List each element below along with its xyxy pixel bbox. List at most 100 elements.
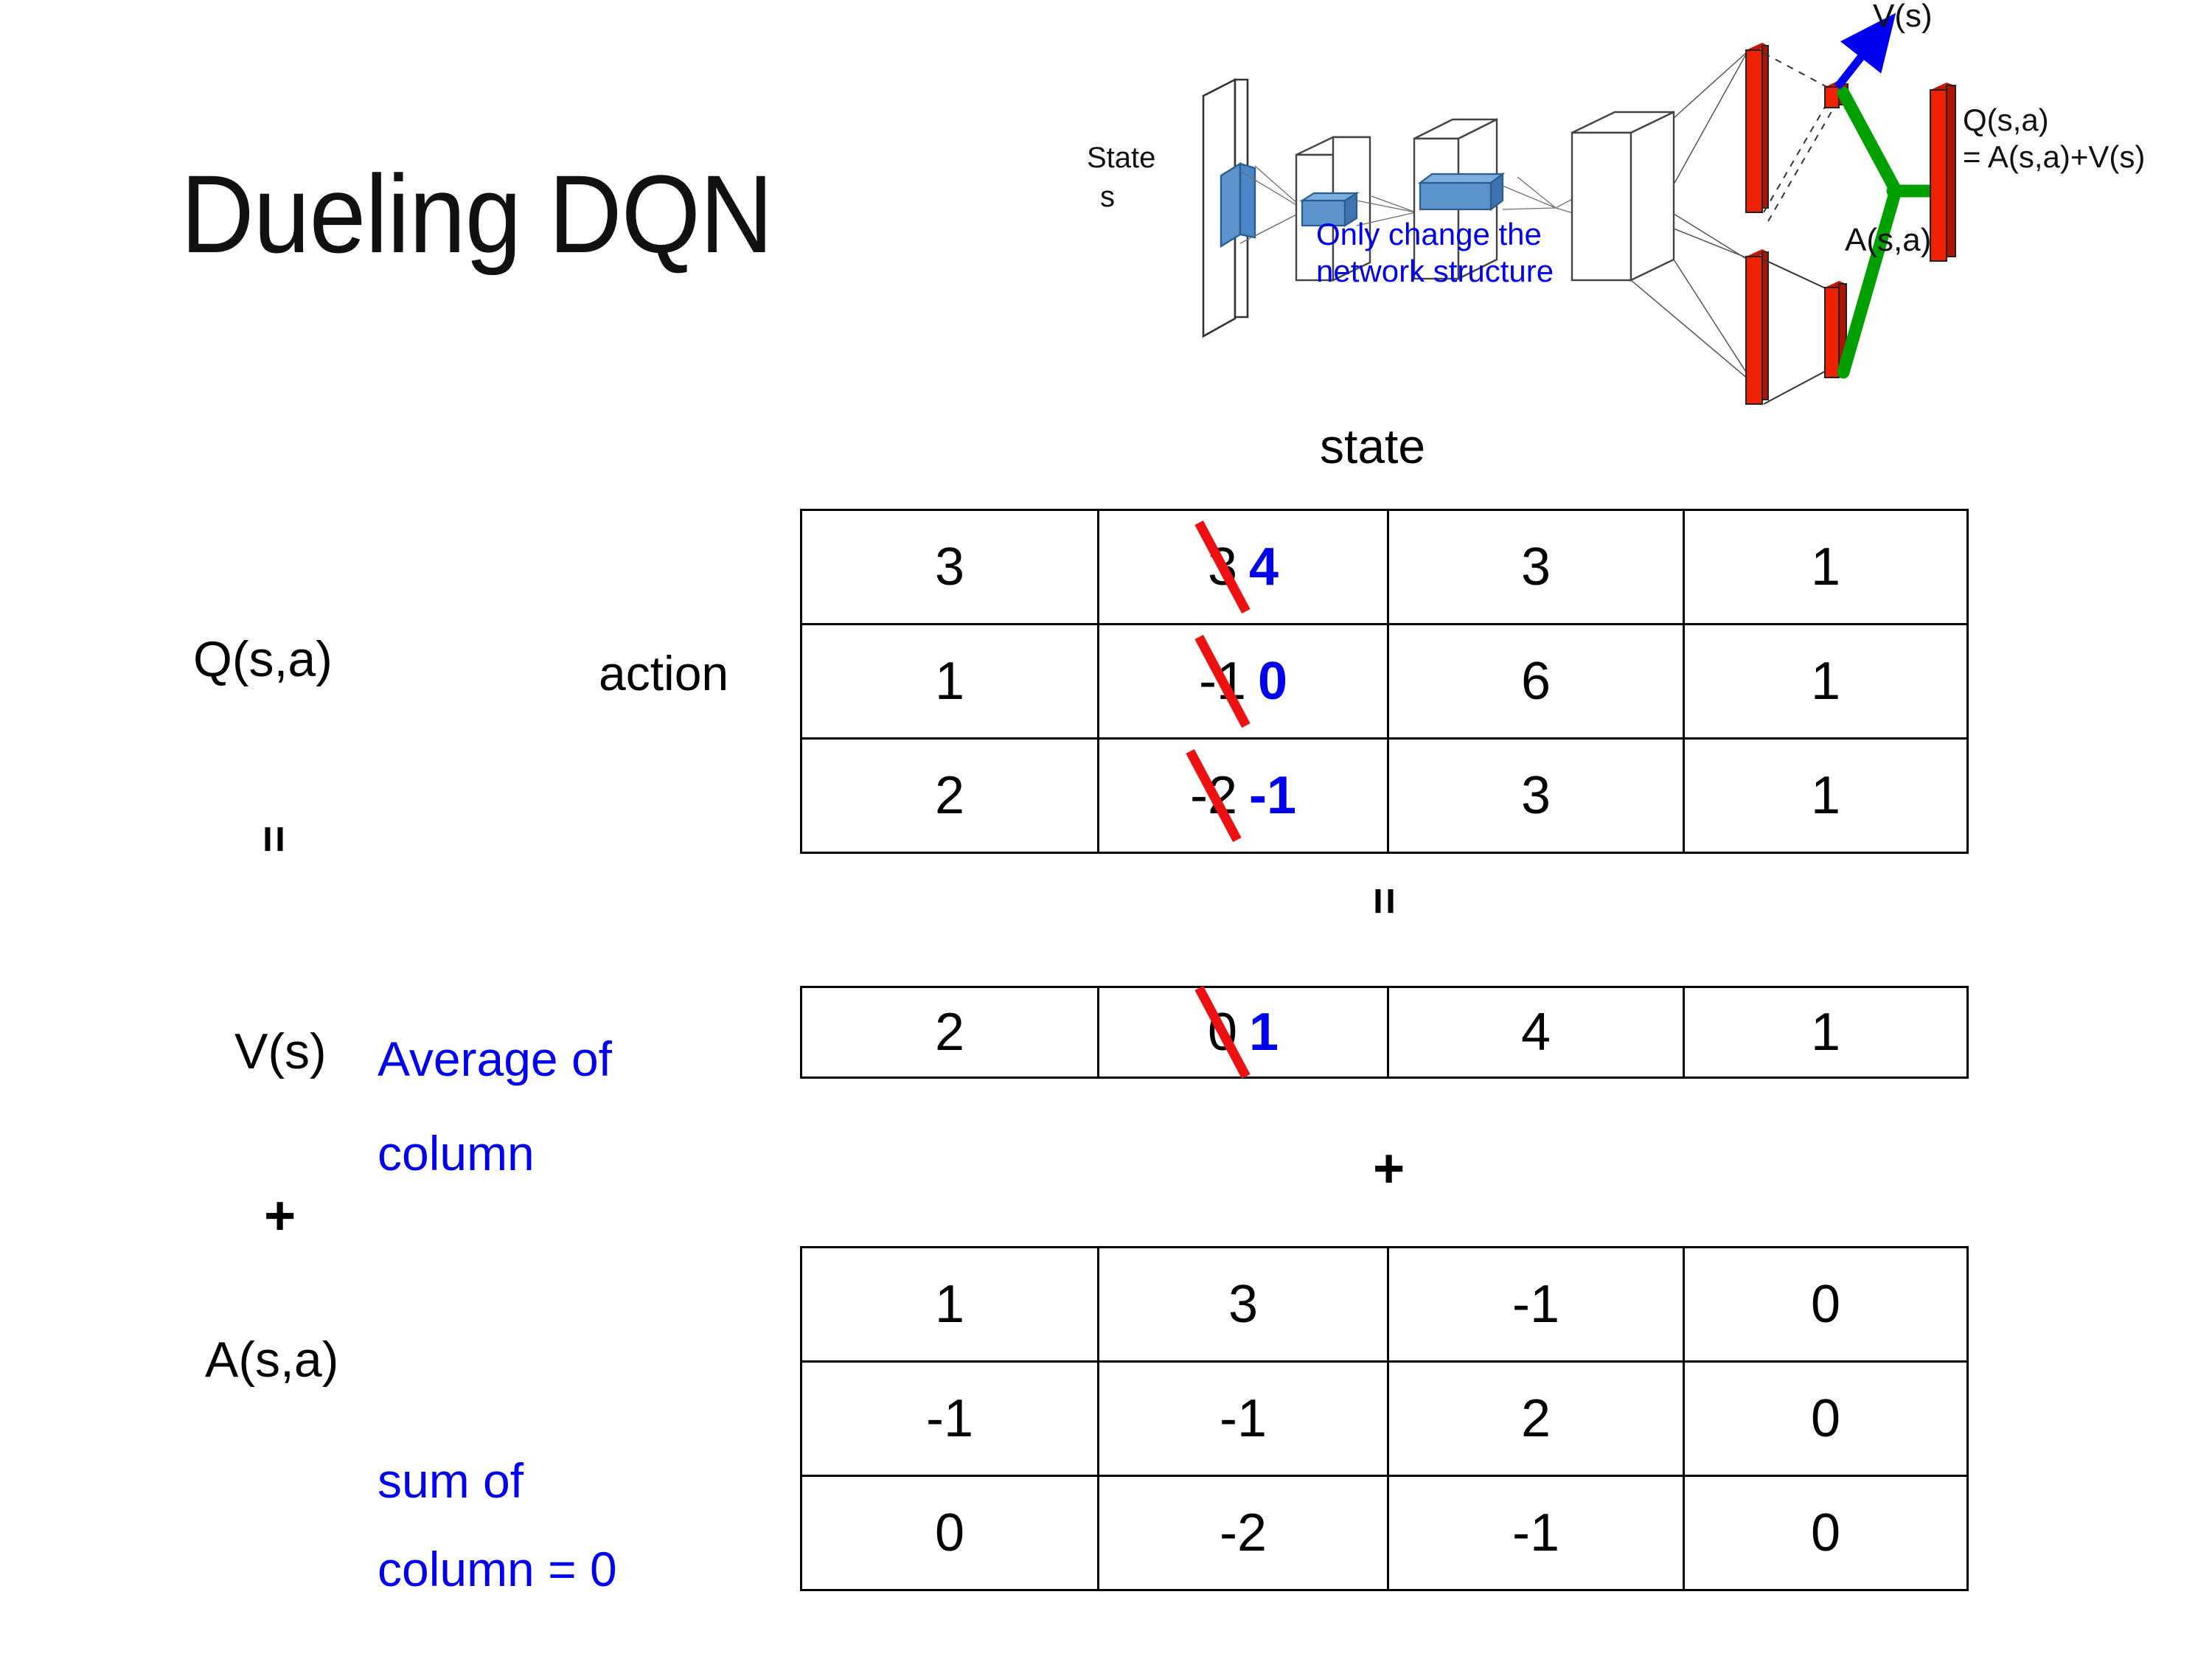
v-note-line1: Average of	[378, 1032, 613, 1086]
fc-block-icon	[1571, 111, 1675, 282]
axis-label-state: state	[1320, 419, 1426, 473]
a-cell-r0c0[interactable]: 1	[800, 1246, 1099, 1363]
cell-value: 2	[934, 766, 965, 825]
table-row: 0 -2 -1 0	[800, 1475, 1969, 1591]
page-title: Dueling DQN	[181, 152, 773, 276]
a-note-line1: sum of	[378, 1453, 524, 1508]
cell-old-value-wrap: -2	[1186, 748, 1242, 843]
cell-new-value: 1	[1249, 1003, 1279, 1062]
cell-value: 2	[1520, 1389, 1551, 1448]
v-cell-c0[interactable]: 2	[800, 986, 1099, 1079]
advantage-stream-bar-icon	[1745, 249, 1769, 405]
diagram-input-label-line1: State	[1087, 142, 1156, 174]
table-row: 3 3 4 3 1	[800, 509, 1969, 625]
a-cell-r0c2[interactable]: -1	[1387, 1246, 1685, 1363]
cell-value: 1	[934, 1275, 965, 1334]
cell-value: 1	[1810, 538, 1841, 597]
operator-equals-left: =	[248, 825, 302, 856]
cell-value: 0	[1810, 1389, 1841, 1448]
a-cell-r1c3[interactable]: 0	[1683, 1360, 1969, 1477]
q-cell-r1c1[interactable]: -1 0	[1097, 623, 1389, 740]
q-cell-r1c3[interactable]: 1	[1683, 623, 1969, 740]
cell-value: -2	[1219, 1503, 1267, 1562]
a-cell-r1c0[interactable]: -1	[800, 1360, 1099, 1477]
strikethrough-icon	[1194, 520, 1251, 614]
q-cell-r2c2[interactable]: 3	[1387, 737, 1685, 854]
cell-new-value: -1	[1249, 766, 1297, 825]
cell-value: 3	[1228, 1275, 1259, 1334]
q-cell-r0c3[interactable]: 1	[1683, 509, 1969, 625]
cell-value: 4	[1520, 1003, 1551, 1062]
cell-value: -1	[925, 1389, 974, 1448]
strikethrough-icon	[1194, 985, 1251, 1079]
table-row: 1 3 -1 0	[800, 1246, 1969, 1363]
network-diagram-svg	[1202, 13, 1956, 405]
operator-equals-mid: =	[1358, 887, 1412, 918]
table-row: -1 -1 2 0	[800, 1360, 1969, 1477]
cell-value: 1	[934, 652, 965, 711]
cell-value: 6	[1520, 652, 1551, 711]
cell-value: 3	[1520, 538, 1551, 597]
diagram-q-label-line2: = A(s,a)+V(s)	[1963, 139, 2146, 174]
cell-value: 3	[934, 538, 965, 597]
diagram-note-line1: Only change the	[1316, 217, 1542, 251]
cell-old-value-wrap: 3	[1194, 520, 1251, 614]
v-cell-c1[interactable]: 0 1	[1097, 985, 1389, 1079]
a-cell-r0c3[interactable]: 0	[1683, 1246, 1969, 1363]
a-cell-r2c1[interactable]: -2	[1097, 1475, 1389, 1591]
a-table: 1 3 -1 0 -1 -1 2 0	[800, 1246, 1969, 1591]
q-cell-r0c2[interactable]: 3	[1387, 509, 1685, 625]
a-note-line2: column = 0	[378, 1542, 617, 1596]
value-dashed-links	[1763, 52, 1834, 222]
cell-value: -1	[1512, 1503, 1560, 1562]
table-row: 2 0 1 4 1	[800, 985, 1969, 1079]
q-cell-r1c0[interactable]: 1	[800, 623, 1099, 740]
cell-value: 1	[1810, 766, 1841, 825]
v-note-line2: column	[378, 1126, 535, 1180]
cell-value: 2	[934, 1003, 965, 1062]
cell-old-value-wrap: -1	[1194, 634, 1251, 728]
cell-value: 0	[1810, 1503, 1841, 1562]
cell-new-value: 4	[1249, 538, 1279, 597]
cell-value: 0	[1810, 1275, 1841, 1334]
operator-plus-left: +	[264, 1185, 296, 1246]
a-cell-r0c1[interactable]: 3	[1097, 1246, 1389, 1363]
q-cell-r2c1[interactable]: -2 -1	[1097, 737, 1389, 854]
q-cell-r2c0[interactable]: 2	[800, 737, 1099, 854]
diagram-note-line2: network structure	[1316, 254, 1554, 288]
a-cell-r2c2[interactable]: -1	[1387, 1475, 1685, 1591]
q-cell-r0c1[interactable]: 3 4	[1097, 509, 1389, 625]
q-table: 3 3 4 3 1 1	[800, 509, 1969, 854]
a-cell-r1c1[interactable]: -1	[1097, 1360, 1389, 1477]
cell-value: 1	[1810, 1003, 1841, 1062]
q-cell-r2c3[interactable]: 1	[1683, 737, 1969, 854]
cell-value: 3	[1520, 766, 1551, 825]
q-cell-r1c2[interactable]: 6	[1387, 623, 1685, 740]
a-cell-r2c3[interactable]: 0	[1683, 1475, 1969, 1591]
cell-old-value-wrap: 0	[1194, 985, 1251, 1079]
v-cell-c3[interactable]: 1	[1683, 986, 1969, 1079]
a-cell-r1c2[interactable]: 2	[1387, 1360, 1685, 1477]
cell-value: 1	[1810, 652, 1841, 711]
conv-patch-2-icon	[1417, 172, 1506, 212]
diagram-q-label-line1: Q(s,a)	[1963, 102, 2049, 137]
advantage-links	[1763, 259, 1831, 405]
v-cell-c2[interactable]: 4	[1387, 986, 1685, 1079]
cell-value: -1	[1512, 1275, 1560, 1334]
q-output-bar-icon	[1930, 83, 1956, 262]
axis-label-action: action	[599, 646, 729, 700]
table-row: 1 -1 0 6 1	[800, 623, 1969, 740]
cell-value: 0	[934, 1503, 965, 1562]
a-cell-r2c0[interactable]: 0	[800, 1475, 1099, 1591]
label-v: V(s)	[234, 1023, 327, 1079]
q-cell-r0c0[interactable]: 3	[800, 509, 1099, 625]
cell-new-value: 0	[1257, 652, 1288, 711]
diagram-advantage-label: A(s,a)	[1845, 222, 1932, 258]
dueling-network-diagram: State s Only change the network structur…	[1084, 0, 2212, 428]
diagram-input-label-line2: s	[1100, 181, 1115, 213]
table-row: 2 -2 -1 3 1	[800, 737, 1969, 854]
conv-patch-1-icon	[1299, 192, 1360, 227]
input-patch-icon	[1220, 161, 1256, 248]
label-a: A(s,a)	[205, 1332, 339, 1388]
v-table: 2 0 1 4 1	[800, 985, 1969, 1079]
